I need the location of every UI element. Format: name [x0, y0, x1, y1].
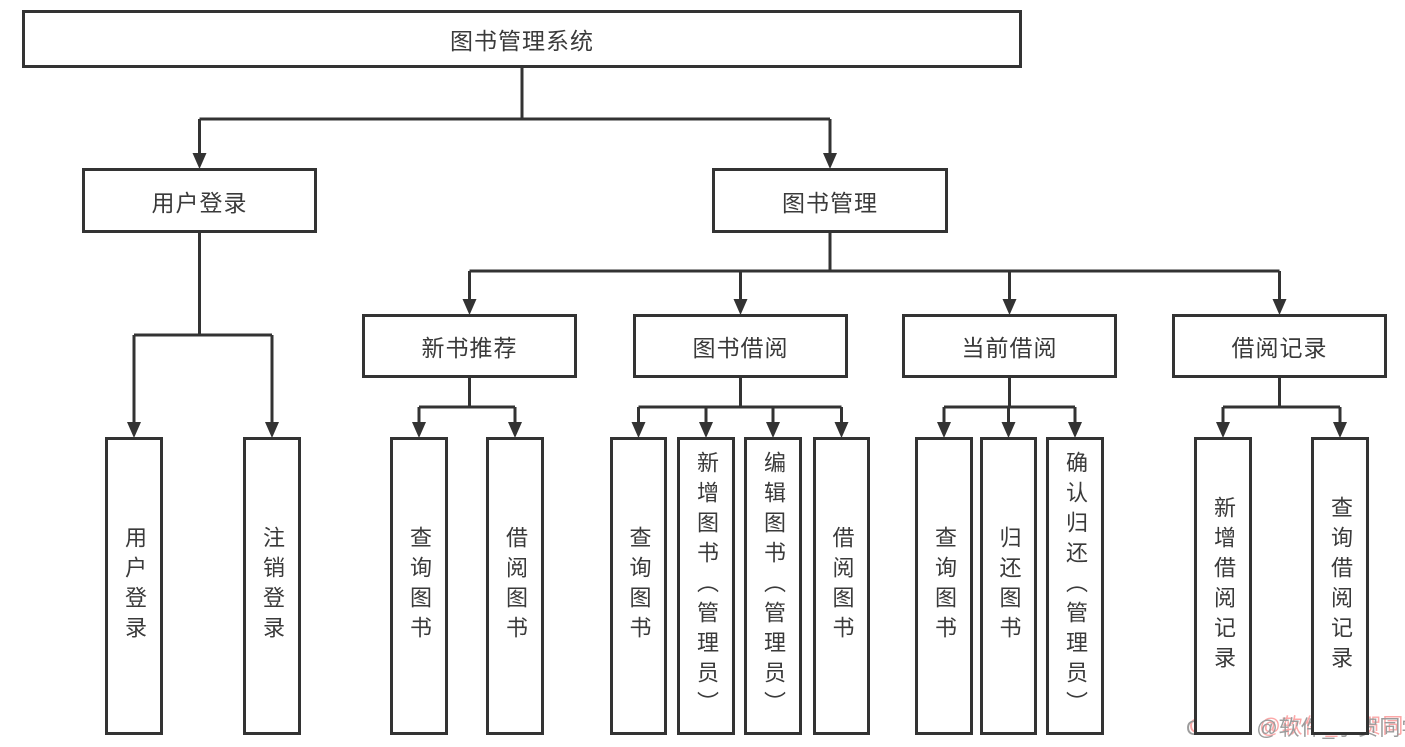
node-bb-edit-admin: 编辑图书（管理员） — [744, 437, 802, 735]
node-br-query-record: 查询借阅记录 — [1311, 437, 1369, 735]
node-cb-return: 归还图书 — [980, 437, 1037, 735]
node-label-book-mgmt: 图书管理 — [782, 189, 878, 216]
node-nb-borrow: 借阅图书 — [486, 437, 544, 735]
arrow-down-icon-user-login — [192, 153, 207, 169]
arrow-down-icon-cb-query — [937, 422, 951, 438]
node-br-add-record: 新增借阅记录 — [1194, 437, 1252, 735]
node-book-borrow: 图书借阅 — [633, 314, 848, 378]
node-label-borrow-records: 借阅记录 — [1231, 335, 1328, 361]
node-cb-confirm-admin: 确认归还（管理员） — [1046, 437, 1104, 735]
arrow-down-icon-nb-query — [412, 422, 426, 438]
node-current-borrow: 当前借阅 — [902, 314, 1117, 378]
arrow-down-icon-current-borrow — [1002, 299, 1017, 315]
node-label-nb-query: 查询图书 — [407, 526, 432, 646]
arrow-down-icon-br-add-record — [1216, 422, 1230, 438]
node-label-cb-return: 归还图书 — [996, 526, 1022, 646]
node-label-login-user: 用户登录 — [122, 526, 147, 646]
node-new-books: 新书推荐 — [362, 314, 577, 378]
node-bb-query: 查询图书 — [610, 437, 667, 735]
node-login-user: 用户登录 — [105, 437, 163, 735]
arrow-down-icon-new-books — [462, 299, 477, 315]
node-label-book-borrow: 图书借阅 — [692, 335, 789, 361]
node-label-bb-edit-admin: 编辑图书（管理员） — [761, 451, 786, 721]
arrow-down-icon-bb-edit-admin — [766, 422, 780, 438]
node-nb-query: 查询图书 — [390, 437, 448, 735]
node-label-login-logout: 注销登录 — [260, 526, 285, 646]
node-label-new-books: 新书推荐 — [421, 335, 518, 361]
arrow-down-icon-bb-add-admin — [699, 422, 713, 438]
node-label-bb-add-admin: 新增图书（管理员） — [694, 451, 719, 721]
arrow-down-icon-bb-borrow — [834, 422, 849, 438]
arrow-down-icon-cb-confirm-admin — [1068, 422, 1082, 438]
node-label-cb-query: 查询图书 — [932, 526, 957, 646]
node-label-br-add-record: 新增借阅记录 — [1211, 496, 1236, 676]
node-user-login: 用户登录 — [82, 168, 317, 233]
arrow-down-icon-book-mgmt — [823, 153, 837, 169]
node-label-bb-borrow: 借阅图书 — [829, 526, 855, 646]
arrow-down-icon-borrow-records — [1272, 299, 1287, 315]
node-bb-borrow: 借阅图书 — [813, 437, 870, 735]
node-label-nb-borrow: 借阅图书 — [503, 526, 528, 646]
node-label-cb-confirm-admin: 确认归还（管理员） — [1063, 451, 1088, 721]
node-label-br-query-record: 查询借阅记录 — [1328, 496, 1353, 676]
node-cb-query: 查询图书 — [915, 437, 973, 735]
arrow-down-icon-nb-borrow — [508, 422, 522, 438]
node-label-bb-query: 查询图书 — [626, 526, 652, 646]
arrow-down-icon-login-user — [127, 422, 141, 438]
arrow-down-icon-br-query-record — [1333, 422, 1347, 438]
node-book-mgmt: 图书管理 — [712, 168, 948, 233]
node-bb-add-admin: 新增图书（管理员） — [677, 437, 735, 735]
node-label-user-login: 用户登录 — [151, 189, 248, 216]
node-borrow-records: 借阅记录 — [1172, 314, 1387, 378]
node-label-current-borrow: 当前借阅 — [961, 335, 1058, 361]
arrow-down-icon-login-logout — [265, 422, 279, 438]
node-login-logout: 注销登录 — [243, 437, 301, 735]
arrow-down-icon-bb-query — [631, 422, 646, 438]
arrow-down-icon-book-borrow — [733, 299, 748, 315]
node-label-root: 图书管理系统 — [450, 28, 594, 54]
node-root: 图书管理系统 — [22, 10, 1022, 68]
arrow-down-icon-cb-return — [1001, 422, 1016, 438]
